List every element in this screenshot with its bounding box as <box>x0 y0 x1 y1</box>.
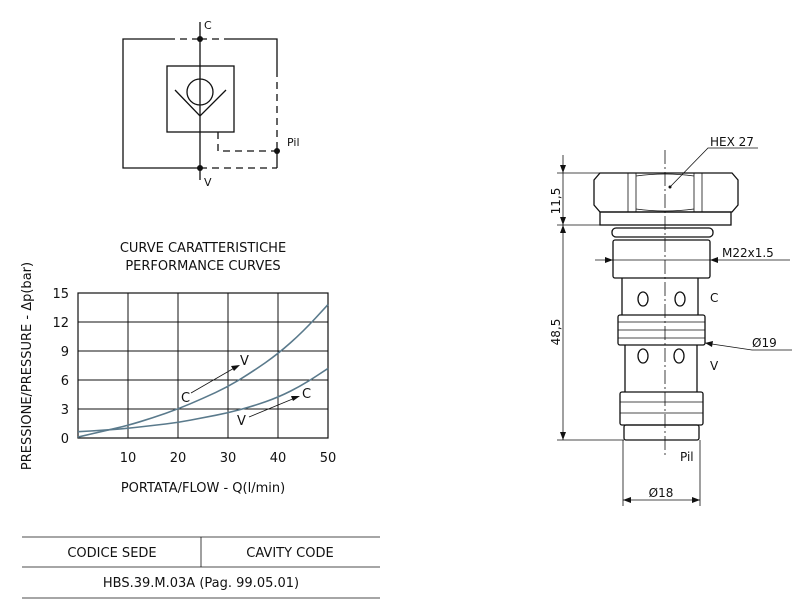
chart-grid <box>77 292 329 439</box>
annotation-v-to: V <box>240 354 249 369</box>
annotation-c-to-v: C V <box>181 354 249 406</box>
chart-title: CURVE CARATTERISTICHE <box>120 241 286 256</box>
chart-subtitle: PERFORMANCE CURVES <box>125 259 280 274</box>
table-header-codice-sede: CODICE SEDE <box>67 546 156 561</box>
y-tick-label: 6 <box>61 374 69 389</box>
annotation-c-from: C <box>181 391 190 406</box>
x-tick-label: 30 <box>220 451 237 466</box>
chart-ticks: 10 20 30 40 50 0 3 6 9 12 15 <box>52 287 336 466</box>
x-tick-label: 40 <box>270 451 287 466</box>
drawing-port-v: V <box>710 359 719 373</box>
y-tick-label: 0 <box>61 432 69 447</box>
cartridge-drawing: 11,5 48,5 M22x1.5 Ø19 HEX 27 Ø18 C V Pil <box>549 135 792 506</box>
drawing-port-c: C <box>710 291 718 305</box>
symbol-port-pil: Pil <box>287 136 300 149</box>
chart-ylabel: PRESSIONE/PRESSURE - Δp(bar) <box>20 262 35 470</box>
hex-label: HEX 27 <box>710 135 754 149</box>
y-tick-label: 15 <box>52 287 69 302</box>
plot-frame <box>77 292 329 439</box>
performance-chart: CURVE CARATTERISTICHE PERFORMANCE CURVES… <box>20 241 336 496</box>
table-cavity-value: HBS.39.M.03A (Pag. 99.05.01) <box>103 576 299 591</box>
x-tick-label: 10 <box>120 451 137 466</box>
x-tick-label: 50 <box>320 451 337 466</box>
dim-thread: M22x1.5 <box>722 246 774 260</box>
chart-curves <box>77 304 329 438</box>
port-c-holes <box>637 291 686 307</box>
y-tick-label: 9 <box>61 345 69 360</box>
series-line-v-to-c <box>77 367 329 433</box>
cavity-table: CODICE SEDE CAVITY CODE HBS.39.M.03A (Pa… <box>22 536 380 599</box>
symbol-port-v: V <box>204 176 212 189</box>
dim-head-height: 11,5 <box>549 188 563 215</box>
y-tick-label: 3 <box>61 403 69 418</box>
dim-dia-18: Ø18 <box>649 486 674 500</box>
chart-xlabel: PORTATA/FLOW - Q(l/min) <box>121 481 285 496</box>
annotation-c-to: C <box>302 387 311 402</box>
y-tick-label: 12 <box>52 316 69 331</box>
hydraulic-symbol: C V Pil <box>122 19 300 189</box>
dim-body-height: 48,5 <box>549 319 563 346</box>
port-v-holes <box>637 348 685 364</box>
annotation-v-from: V <box>237 414 246 429</box>
drawing-port-pil: Pil <box>680 450 694 464</box>
table-header-cavity-code: CAVITY CODE <box>246 546 333 561</box>
x-tick-label: 20 <box>170 451 187 466</box>
symbol-port-c: C <box>204 19 212 32</box>
dim-dia-19: Ø19 <box>752 336 777 350</box>
annotation-v-to-c: V C <box>237 387 311 429</box>
